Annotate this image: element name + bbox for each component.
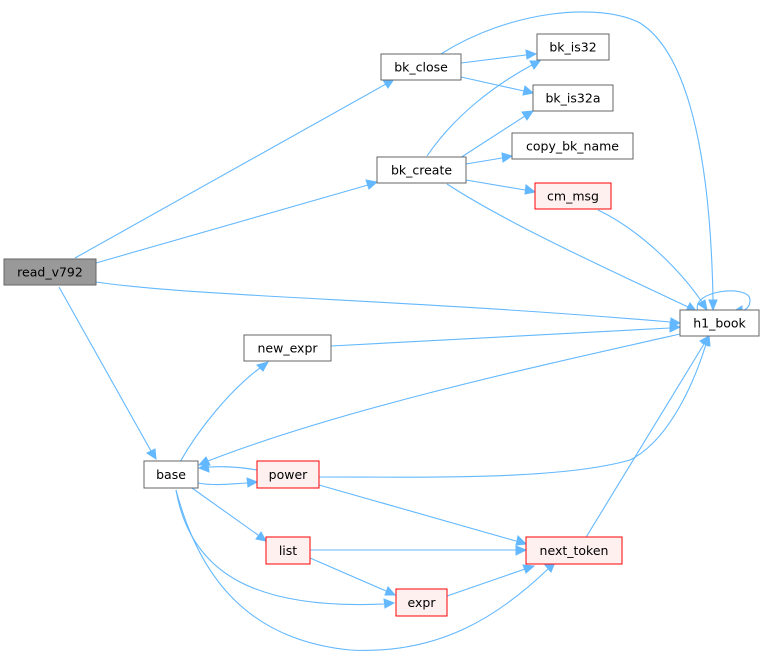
- node-new_expr-box: [243, 334, 332, 362]
- edge-power-next_token: [318, 484, 517, 542]
- node-bk_is32a-box: [532, 84, 614, 112]
- edge-read_v792-bk_create: [95, 184, 369, 264]
- node-expr[interactable]: expr: [395, 588, 448, 617]
- edge-bk_close-h1_book: [440, 11, 714, 301]
- node-copy_bk_name[interactable]: copy_bk_name: [511, 132, 634, 160]
- node-expr-box: [395, 588, 448, 617]
- edge-h1_book-base: [207, 333, 681, 462]
- edge-read_v792-h1_book: [95, 281, 671, 323]
- edge-layer: [58, 11, 751, 651]
- arrow-next_token-h1_book: [699, 335, 710, 347]
- edge-base-new_expr: [179, 367, 261, 463]
- node-bk_is32-label: bk_is32: [549, 40, 596, 55]
- node-layer: read_v792 bk_close bk_is32 bk_is32a bk_c…: [3, 33, 760, 617]
- node-h1_book[interactable]: h1_book: [679, 309, 760, 337]
- node-next_token-box: [525, 536, 623, 565]
- node-bk_is32a[interactable]: bk_is32a: [532, 84, 614, 112]
- edge-base-list: [191, 487, 259, 536]
- edge-bk_create-bk_is32a: [459, 115, 526, 159]
- node-new_expr-label: new_expr: [257, 341, 318, 356]
- node-bk_is32-box: [536, 33, 610, 61]
- node-bk_is32a-label: bk_is32a: [546, 91, 601, 106]
- arrow-read_v792-base: [146, 448, 157, 461]
- node-expr-label: expr: [408, 595, 437, 610]
- node-read_v792-box: [3, 258, 97, 286]
- node-next_token-label: next_token: [540, 543, 609, 558]
- node-list-box: [265, 536, 311, 565]
- node-read_v792-label: read_v792: [17, 265, 83, 280]
- edge-bk_close-bk_is32a: [460, 76, 525, 92]
- arrow-bk_close-h1_book: [708, 299, 718, 312]
- node-bk_close-label: bk_close: [394, 60, 448, 75]
- edge-new_expr-h1_book: [330, 327, 671, 347]
- edge-list-expr: [309, 557, 387, 592]
- node-list[interactable]: list: [265, 536, 311, 565]
- node-base-label: base: [156, 467, 186, 482]
- arrow-list-next_token: [515, 545, 528, 556]
- edge-power-base: [208, 466, 258, 471]
- arrow-base-new_expr: [256, 361, 270, 372]
- arrow-read_v792-bk_create: [365, 179, 379, 190]
- arrow-bk_create-bk_is32: [529, 60, 541, 70]
- arrow-expr-next_token: [522, 564, 536, 574]
- node-bk_close[interactable]: bk_close: [380, 53, 462, 81]
- edge-h1_book-h1_book: [696, 290, 751, 312]
- arrow-power-base: [197, 462, 210, 473]
- node-h1_book-box: [679, 309, 760, 337]
- arrow-new_expr-h1_book: [669, 322, 682, 333]
- node-power-label: power: [269, 467, 308, 482]
- node-power-box: [256, 460, 320, 489]
- arrow-bk_create-cm_msg: [524, 184, 537, 195]
- edge-power-h1_book: [318, 343, 707, 478]
- node-cm_msg-box: [534, 182, 612, 210]
- node-bk_create[interactable]: bk_create: [376, 156, 467, 184]
- node-next_token[interactable]: next_token: [525, 536, 623, 565]
- node-power[interactable]: power: [256, 460, 320, 489]
- edge-read_v792-bk_close: [74, 83, 387, 259]
- node-new_expr[interactable]: new_expr: [243, 334, 332, 362]
- node-base-box: [143, 460, 199, 489]
- node-base[interactable]: base: [143, 460, 199, 489]
- edge-expr-next_token: [446, 568, 526, 597]
- edge-next_token-h1_book: [584, 343, 705, 540]
- arrow-bk_create-copy_bk_name: [501, 152, 514, 163]
- arrow-cm_msg-h1_book: [697, 299, 708, 312]
- arrow-power-next_token: [515, 535, 528, 546]
- node-read_v792[interactable]: read_v792: [3, 258, 97, 286]
- node-h1_book-label: h1_book: [693, 316, 746, 331]
- node-bk_create-box: [376, 156, 467, 184]
- arrow-bk_create-bk_is32a: [521, 110, 534, 121]
- edge-bk_create-copy_bk_name: [465, 157, 503, 165]
- arrow-list-expr: [384, 586, 397, 596]
- node-cm_msg-label: cm_msg: [547, 189, 599, 204]
- node-list-label: list: [279, 543, 297, 558]
- edge-read_v792-base: [58, 286, 152, 452]
- arrow-base-power: [246, 477, 259, 488]
- arrow-bk_close-bk_is32a: [522, 85, 535, 96]
- arrow-base-list: [255, 531, 267, 542]
- edge-cm_msg-h1_book: [597, 209, 703, 303]
- edge-bk_close-bk_is32: [460, 54, 527, 64]
- node-bk_is32[interactable]: bk_is32: [536, 33, 610, 61]
- node-cm_msg[interactable]: cm_msg: [534, 182, 612, 210]
- edge-base-power: [197, 482, 248, 486]
- edge-bk_create-bk_is32: [426, 64, 533, 157]
- node-copy_bk_name-label: copy_bk_name: [526, 139, 619, 154]
- edge-bk_create-h1_book: [446, 183, 689, 308]
- node-bk_create-label: bk_create: [391, 163, 452, 178]
- arrow-bk_close-bk_is32: [525, 49, 538, 60]
- node-copy_bk_name-box: [511, 132, 634, 160]
- arrow-base-expr: [383, 598, 396, 609]
- edge-base-expr: [175, 489, 385, 606]
- node-bk_close-box: [380, 53, 462, 81]
- edge-base-next_token: [175, 489, 549, 651]
- edge-bk_create-cm_msg: [465, 179, 526, 191]
